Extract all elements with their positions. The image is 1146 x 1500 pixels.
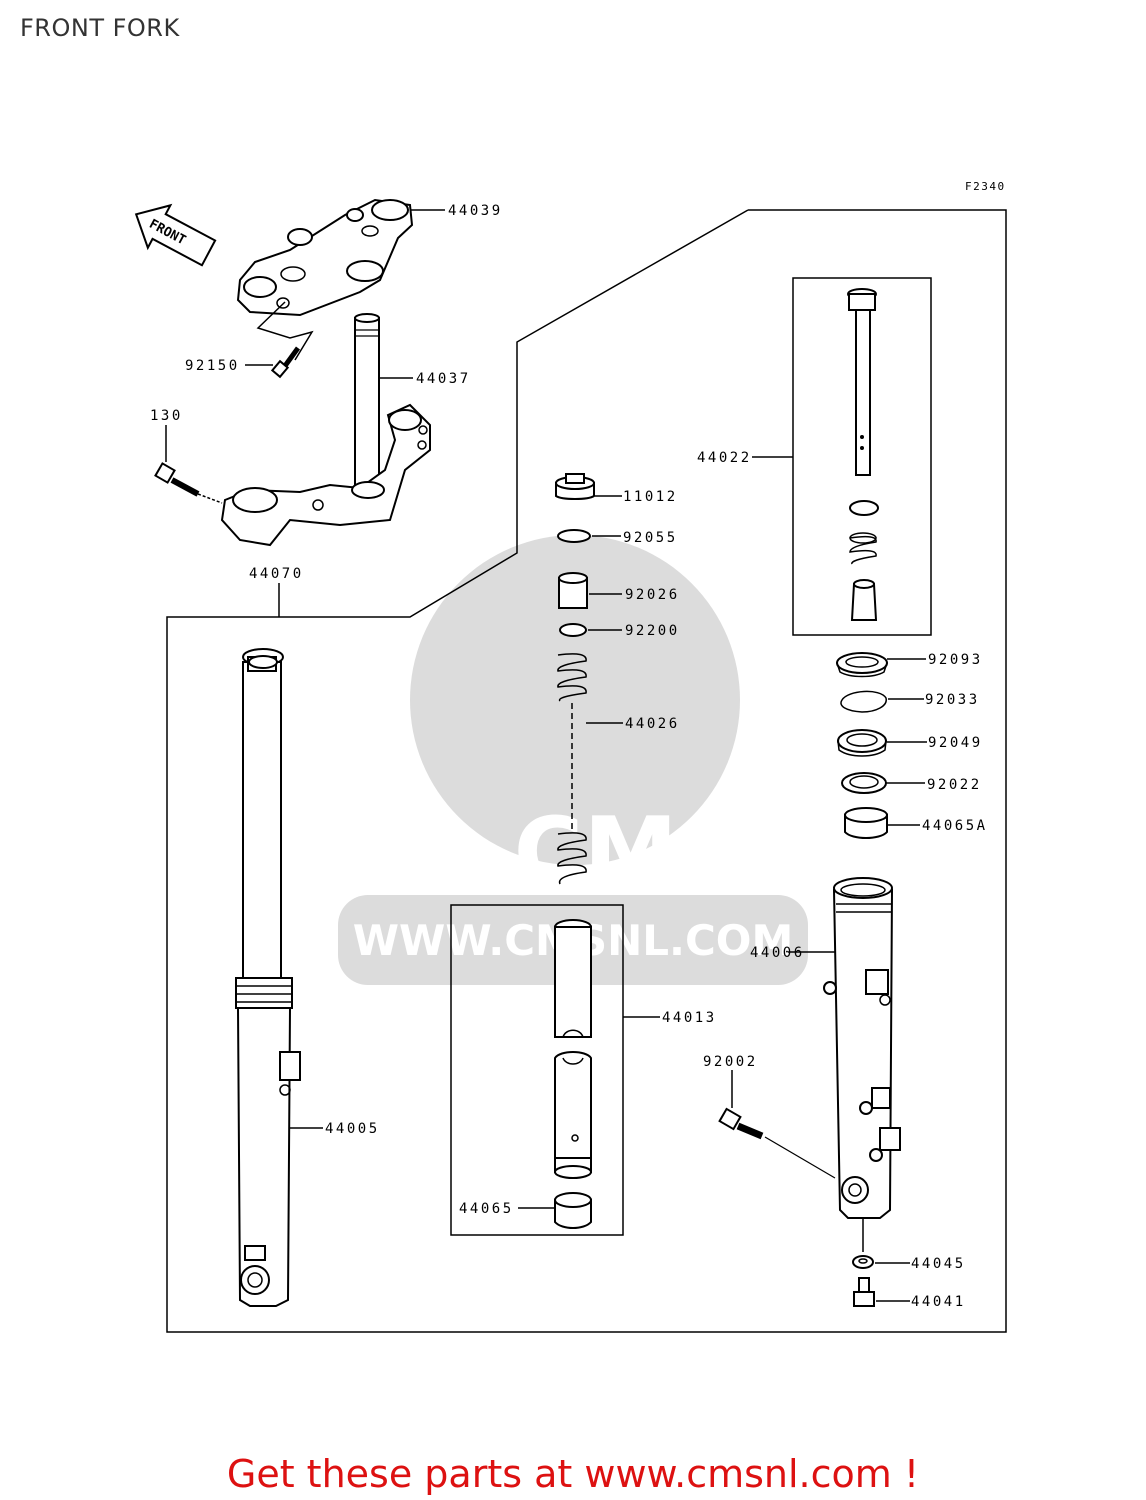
label-44026: 44026 [625,716,680,732]
slide-bushing-part [554,1192,592,1229]
damper-cylinder-part [554,919,592,1179]
fork-spring-part [557,653,587,885]
label-92093: 92093 [928,652,983,668]
spacer-collar-part [558,572,588,609]
page-title: FRONT FORK [20,14,180,42]
label-44013: 44013 [662,1010,717,1026]
fork-outer-tube-part [823,877,901,1219]
seal-washer-part [841,772,887,794]
damper-rod-part [847,288,879,621]
retaining-clip-part [840,690,887,713]
label-44041: 44041 [911,1294,966,1310]
label-44022: 44022 [697,450,752,466]
label-44045: 44045 [911,1256,966,1272]
oil-seal-part [837,729,887,757]
axle-clamp-bolt-part [718,1107,836,1179]
clamp-bolt-part [270,346,301,379]
o-ring-part [557,529,591,543]
dust-seal-part [836,652,888,678]
watermark-logo-text: CMS [514,798,747,908]
label-11012: 11012 [623,489,678,505]
fork-inner-tube-part [235,648,301,1307]
watermark-logo-icon [410,535,740,865]
assembly-outline-box [166,209,1007,1333]
label-44065a: 44065A [922,818,988,834]
footer-cta-link[interactable]: Get these parts at www.cmsnl.com ! [226,1452,920,1496]
front-direction-arrow-icon: FRONT [134,203,217,267]
damper-socket-bolt-part [853,1277,875,1307]
washer-part [559,623,587,637]
fork-cap-bolt-part [555,473,595,500]
label-92049: 92049 [928,735,983,751]
label-92002: 92002 [703,1054,758,1070]
guide-bushing-part [844,807,888,839]
label-92033: 92033 [925,692,980,708]
pinch-bolt-part [154,462,223,504]
steering-stem-part [220,313,431,547]
label-44005: 44005 [325,1121,380,1137]
drain-gasket-part [852,1255,874,1269]
label-92022: 92022 [927,777,982,793]
label-92150: 92150 [185,358,240,374]
cylinder-subassembly-box [450,904,624,1236]
label-44065: 44065 [459,1201,514,1217]
upper-bracket-part [236,198,414,317]
label-130: 130 [150,408,183,424]
diagram-ref-code: F2340 [965,180,1006,193]
label-44006: 44006 [750,945,805,961]
label-92055: 92055 [623,530,678,546]
exploded-parts-diagram: CMS WWW.CMSNL.COM F2340 FRONT [134,180,1007,1333]
label-44039: 44039 [448,203,503,219]
label-44037: 44037 [416,371,471,387]
label-92026: 92026 [625,587,680,603]
label-92200: 92200 [625,623,680,639]
label-44070: 44070 [249,566,304,582]
